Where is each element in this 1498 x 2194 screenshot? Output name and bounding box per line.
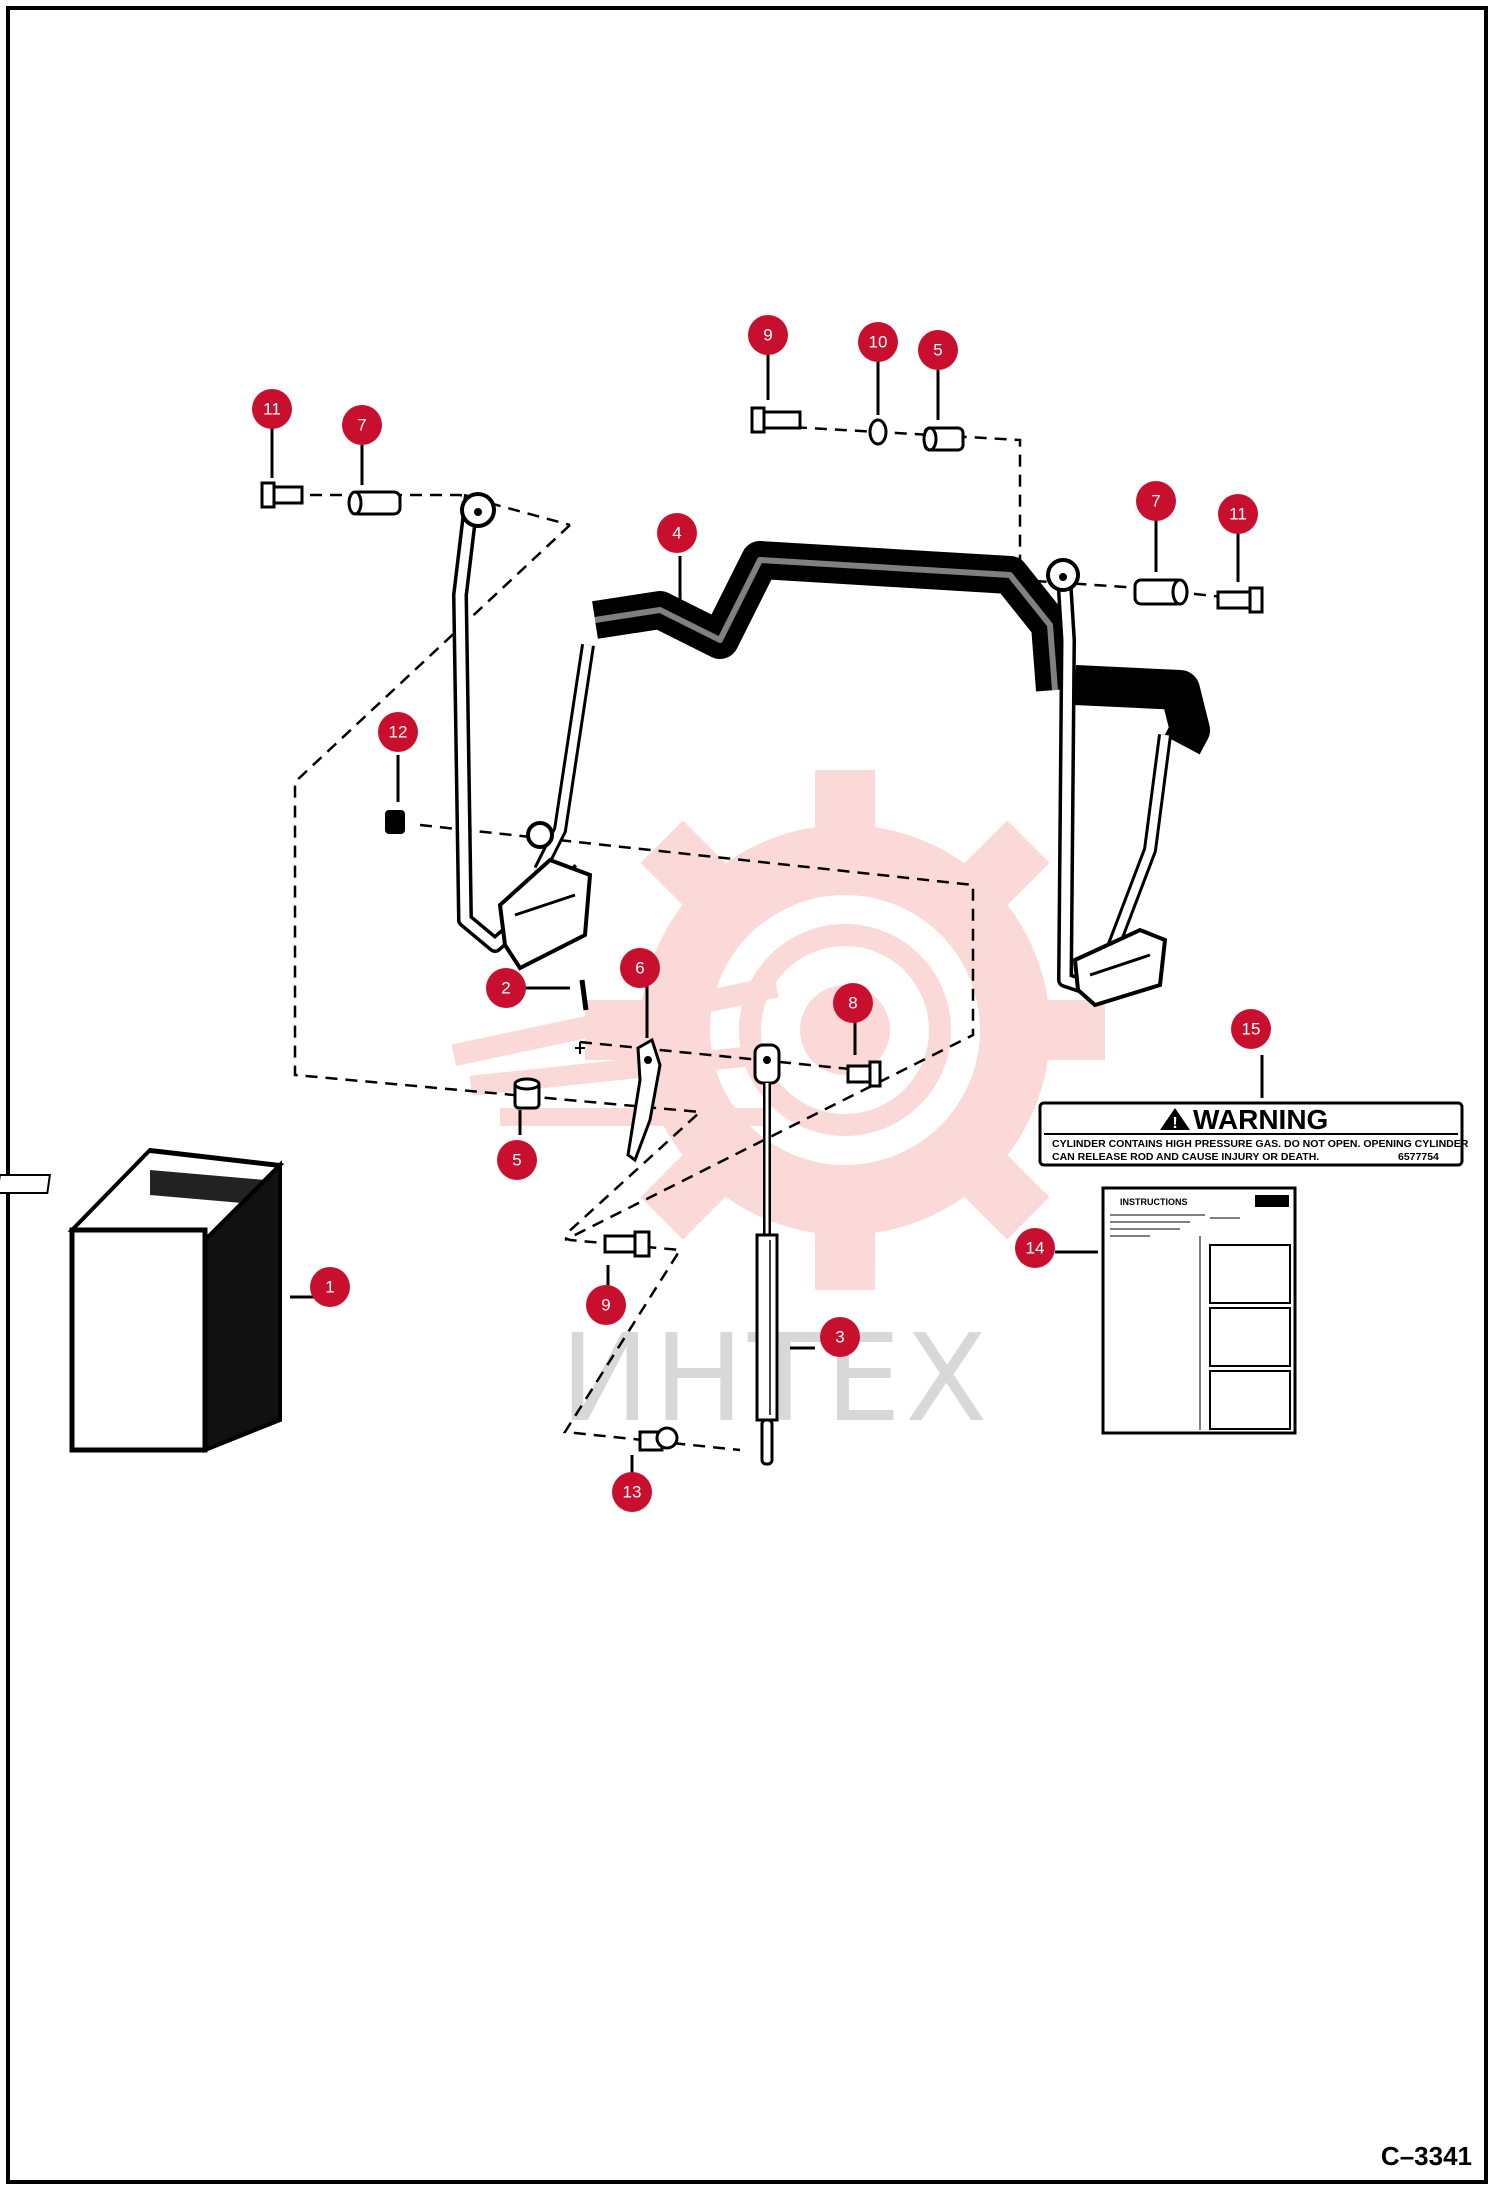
warning-line1: CYLINDER CONTAINS HIGH PRESSURE GAS. DO … — [1052, 1138, 1469, 1150]
nut-12 — [385, 810, 405, 834]
callout-10: 10 — [858, 322, 898, 362]
callout-8: 8 — [833, 983, 873, 1023]
svg-text:10: 10 — [869, 333, 888, 352]
warning-triangle-icon — [1160, 1108, 1190, 1130]
instructions-decal: INSTRUCTIONS — [1101, 1186, 1297, 1435]
svg-text:7: 7 — [357, 416, 366, 435]
right-arm-bracket — [1046, 558, 1168, 1008]
diagram-frame — [6, 6, 1488, 2184]
callout-6: 6 — [620, 948, 660, 988]
washer-top — [868, 418, 888, 446]
svg-text:7: 7 — [1151, 492, 1160, 511]
callout-14: 14 — [1015, 1228, 1055, 1268]
watermark-gear-icon — [451, 770, 1105, 1290]
gas-cylinder-part — [753, 1043, 781, 1466]
warning-line2: CAN RELEASE ROD AND CAUSE INJURY OR DEAT… — [1052, 1151, 1319, 1163]
callout-13: 13 — [612, 1472, 652, 1512]
svg-text:11: 11 — [1229, 505, 1247, 524]
svg-text:3: 3 — [835, 1328, 844, 1347]
callout-9-top: 9 — [748, 315, 788, 355]
svg-text:!: ! — [1172, 1115, 1177, 1132]
drawing-code: C–3341 — [1380, 2141, 1472, 2171]
grab-handle-part — [533, 541, 1210, 953]
bracket-6 — [626, 1037, 662, 1163]
ball-stud-13 — [638, 1426, 679, 1452]
svg-text:15: 15 — [1242, 1020, 1261, 1039]
svg-text:9: 9 — [763, 326, 772, 345]
warning-decal: ! WARNING CYLINDER CONTAINS HIGH PRESSUR… — [1038, 1101, 1469, 1167]
cotter-pin-2 — [575, 979, 589, 1054]
callouts: 1 2 3 4 5 5 6 7 7 8 9 9 10 11 11 12 13 1… — [252, 315, 1271, 1512]
svg-text:5: 5 — [512, 1151, 521, 1170]
bolt-upper-right — [1216, 586, 1264, 614]
callout-5-top: 5 — [918, 330, 958, 370]
svg-text:4: 4 — [672, 524, 681, 543]
callout-7-right: 7 — [1136, 481, 1176, 521]
left-arm-bracket — [452, 492, 593, 971]
svg-text:8: 8 — [848, 994, 857, 1013]
svg-text:2: 2 — [501, 979, 510, 998]
warning-part-number: 6577754 — [1398, 1151, 1439, 1163]
callout-5-lower: 5 — [497, 1140, 537, 1180]
callout-12: 12 — [378, 712, 418, 752]
svg-text:13: 13 — [623, 1483, 642, 1502]
spacer-upper-right — [1133, 578, 1189, 606]
bolt-8 — [846, 1060, 882, 1088]
svg-text:11: 11 — [263, 400, 281, 419]
bolt-top — [750, 406, 802, 434]
svg-text:12: 12 — [389, 723, 408, 742]
spacer-top — [922, 426, 965, 452]
spacer-upper-left — [347, 490, 402, 516]
svg-text:14: 14 — [1026, 1239, 1045, 1258]
instructions-title: INSTRUCTIONS — [1120, 1197, 1188, 1207]
svg-text:5: 5 — [933, 341, 942, 360]
svg-text:1: 1 — [325, 1278, 334, 1297]
svg-text:6: 6 — [635, 959, 644, 978]
callout-3: 3 — [820, 1317, 860, 1357]
battery-part — [0, 1147, 285, 1453]
warning-title: WARNING — [1193, 1104, 1328, 1135]
callout-7-left: 7 — [342, 405, 382, 445]
callout-11-right: 11 — [1218, 494, 1258, 534]
callout-9-lower: 9 — [586, 1285, 626, 1325]
callout-11-left: 11 — [252, 389, 292, 429]
callout-2: 2 — [486, 968, 526, 1008]
bolt-upper-left — [260, 481, 304, 509]
callout-1: 1 — [310, 1267, 350, 1307]
svg-text:9: 9 — [601, 1296, 610, 1315]
callout-15: 15 — [1231, 1009, 1271, 1049]
bolt-lower-9 — [603, 1230, 651, 1258]
spacer-lower-5 — [513, 1077, 541, 1110]
callout-4: 4 — [657, 513, 697, 553]
